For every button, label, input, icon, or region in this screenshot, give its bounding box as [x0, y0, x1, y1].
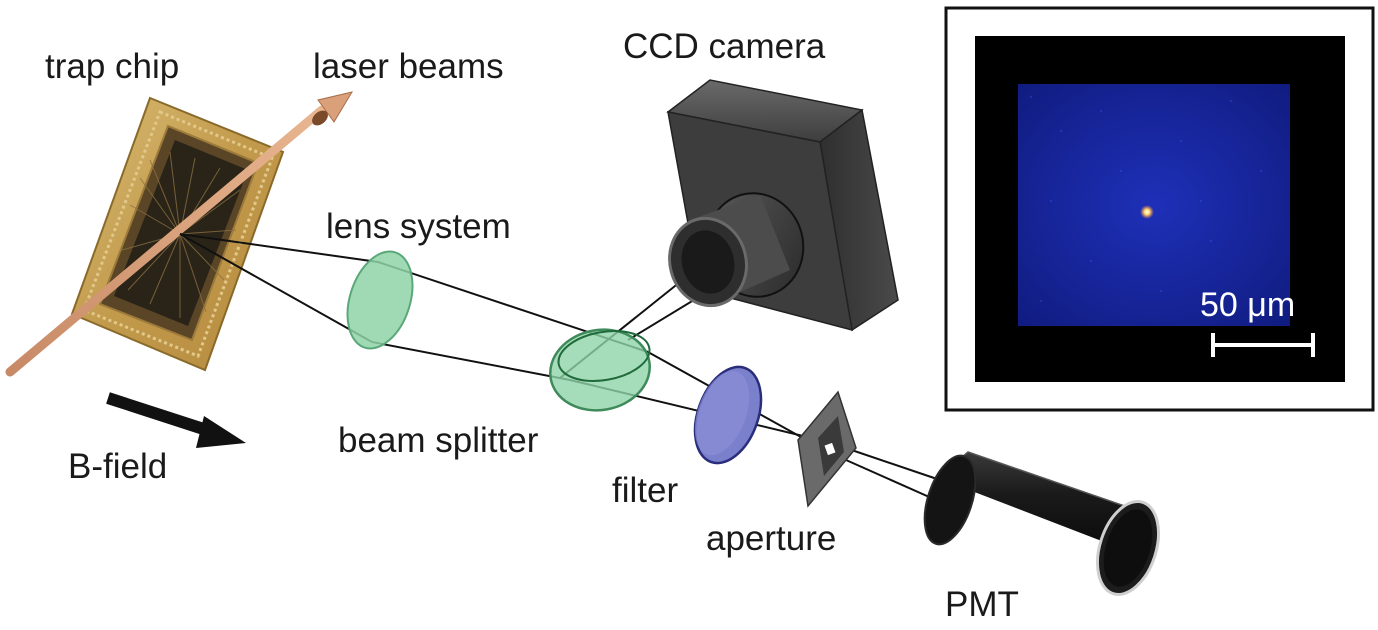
b-field-arrow — [106, 392, 246, 448]
beam-splitter — [549, 328, 651, 412]
scale-bar-label: 50 μm — [1200, 286, 1295, 324]
laser-beam — [5, 91, 354, 377]
pmt — [923, 451, 1160, 596]
label-filter: filter — [612, 471, 678, 510]
inset-panel: 50 μm — [944, 6, 1375, 412]
label-beam-splitter: beam splitter — [338, 421, 539, 460]
fluorescence-region — [1018, 84, 1290, 326]
label-laser-beams: laser beams — [313, 47, 504, 86]
scale-bar — [1211, 333, 1315, 357]
label-aperture: aperture — [706, 519, 836, 558]
label-lens-system: lens system — [326, 207, 511, 246]
ion-spot — [1140, 205, 1154, 219]
label-ccd-camera: CCD camera — [623, 27, 826, 66]
ccd-camera — [666, 79, 899, 332]
label-pmt: PMT — [945, 585, 1019, 624]
lens-system — [346, 250, 414, 350]
aperture — [797, 390, 857, 508]
label-trap-chip: trap chip — [45, 47, 179, 86]
filter — [693, 365, 763, 465]
label-b-field: B-field — [68, 447, 167, 486]
